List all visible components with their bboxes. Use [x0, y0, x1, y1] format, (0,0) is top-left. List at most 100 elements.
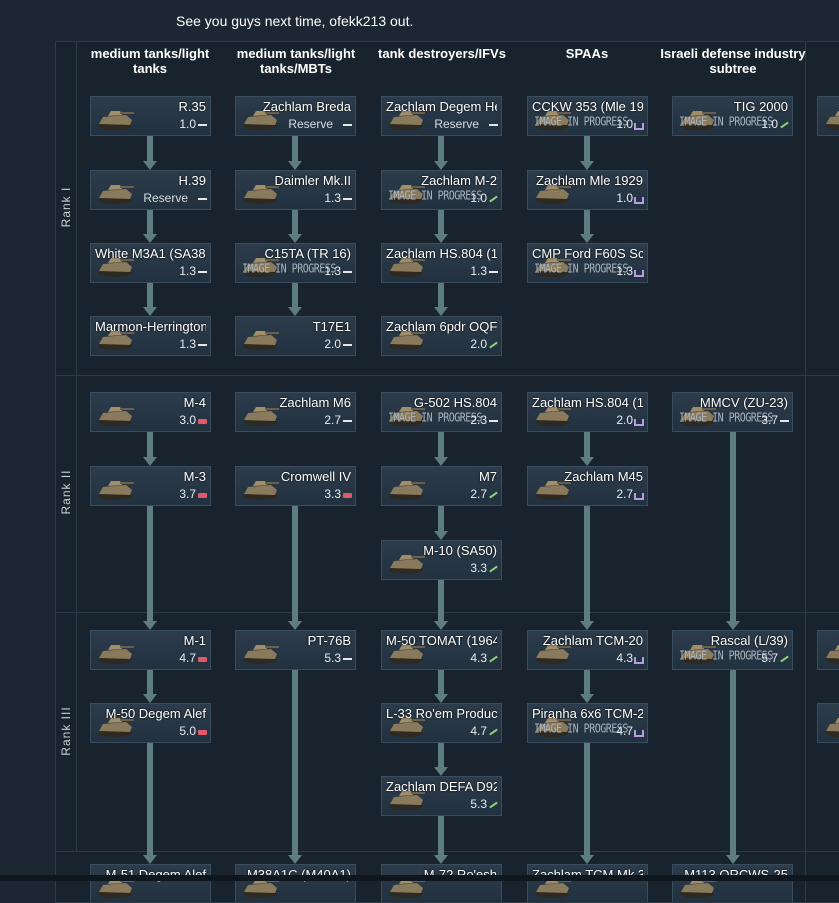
tree-connector — [438, 580, 444, 621]
column-header-1: medium tanks/light tanks — [90, 46, 210, 76]
vehicle-thumbnail — [821, 105, 839, 131]
vehicle-name: L-33 Ro'em Producti — [386, 706, 497, 721]
tree-connector — [438, 432, 444, 457]
vehicle-card-edge-ma[interactable]: Ma — [817, 96, 839, 136]
rocket-icon — [489, 341, 498, 349]
dash-icon — [198, 271, 207, 273]
tree-connector — [438, 506, 444, 531]
tree-connector — [147, 209, 153, 234]
vehicle-card-m38a1c-cut[interactable]: M38A1C (M40A1) — [235, 864, 356, 902]
vehicle-card-m72-cut[interactable]: M-72 Ro'esh — [381, 864, 502, 902]
connector-arrowhead — [288, 621, 302, 630]
tree-connector — [292, 209, 298, 234]
rank-bar-1: Rank I — [56, 42, 77, 375]
vehicle-thumbnail — [385, 475, 427, 501]
vehicle-thumbnail — [385, 785, 427, 811]
vehicle-name: Zachlam Degem He — [386, 99, 497, 114]
bottom-scrollbar-track[interactable] — [0, 875, 839, 881]
vehicle-thumbnail — [385, 401, 427, 427]
vehicle-thumbnail — [385, 105, 427, 131]
battle-rating: 1.3 — [179, 337, 196, 351]
battle-rating: 5.3 — [324, 651, 341, 665]
vehicle-card-white-m3a1[interactable]: White M3A1 (SA38)1.3 — [90, 243, 211, 283]
battle-rating: 1.3 — [324, 264, 341, 278]
aa-icon — [634, 657, 644, 664]
tree-connector — [584, 136, 590, 161]
battle-rating: 2.7 — [616, 487, 633, 501]
connector-arrowhead — [726, 621, 740, 630]
vehicle-card-zachlam-hs804-aa[interactable]: Zachlam HS.804 (19 2.0 — [527, 392, 648, 432]
battle-rating: 2.3 — [470, 413, 487, 427]
battle-rating: 1.0 — [470, 191, 487, 205]
vehicle-card-edge-m[interactable]: M — [817, 703, 839, 743]
connector-arrowhead — [434, 161, 448, 170]
vehicle-name: H.39 — [178, 173, 206, 188]
battle-rating: 4.7 — [179, 651, 196, 665]
vehicle-thumbnail — [821, 639, 839, 665]
column-header-5: Israeli defense industry subtree — [660, 46, 806, 76]
vehicle-name: Zachlam 6pdr OQF I — [386, 319, 497, 334]
vehicle-card-m113-cut[interactable]: M113 ORCWS-25 — [672, 864, 793, 902]
dash-icon — [489, 271, 498, 273]
tree-connector — [584, 209, 590, 234]
vehicle-name: Zachlam M-2 — [421, 173, 497, 188]
tree-connector — [147, 742, 153, 855]
connector-arrowhead — [580, 694, 594, 703]
rocket-icon — [780, 121, 789, 129]
vehicle-card-m50-tomat[interactable]: M-50 TOMAT (1964)4.3 — [381, 630, 502, 670]
vehicle-card-m51-cut[interactable]: M-51 Degem Alef — [90, 864, 211, 902]
connector-arrowhead — [288, 307, 302, 316]
battle-rating: 3.7 — [179, 487, 196, 501]
rank-separator — [56, 612, 839, 613]
vehicle-thumbnail — [94, 325, 136, 351]
vehicle-thumbnail — [676, 401, 718, 427]
vehicle-name: Zachlam Mle 1929 — [536, 173, 643, 188]
rank-bar-3: Rank III — [56, 612, 77, 852]
vehicle-name: CCKW 353 (Mle 192 — [532, 99, 643, 114]
battle-rating: 2.7 — [324, 413, 341, 427]
vehicle-name: Zachlam HS.804 (19 — [532, 395, 643, 410]
vehicle-card-m10[interactable]: M-10 (SA50)3.3 — [381, 540, 502, 580]
vehicle-thumbnail — [385, 712, 427, 738]
vehicle-name: Zachlam Breda — [262, 99, 351, 114]
vehicle-card-tcm-mk3-cut[interactable]: Zachlam TCM Mk.3 — [527, 864, 648, 902]
vehicle-name: T17E1 — [312, 319, 351, 334]
battle-rating: 2.0 — [616, 413, 633, 427]
vehicle-card-edge-r[interactable]: R — [817, 630, 839, 670]
tree-connector — [584, 670, 590, 694]
connector-arrowhead — [288, 855, 302, 864]
vehicle-thumbnail — [239, 179, 281, 205]
vehicle-name: M7 — [478, 469, 497, 484]
